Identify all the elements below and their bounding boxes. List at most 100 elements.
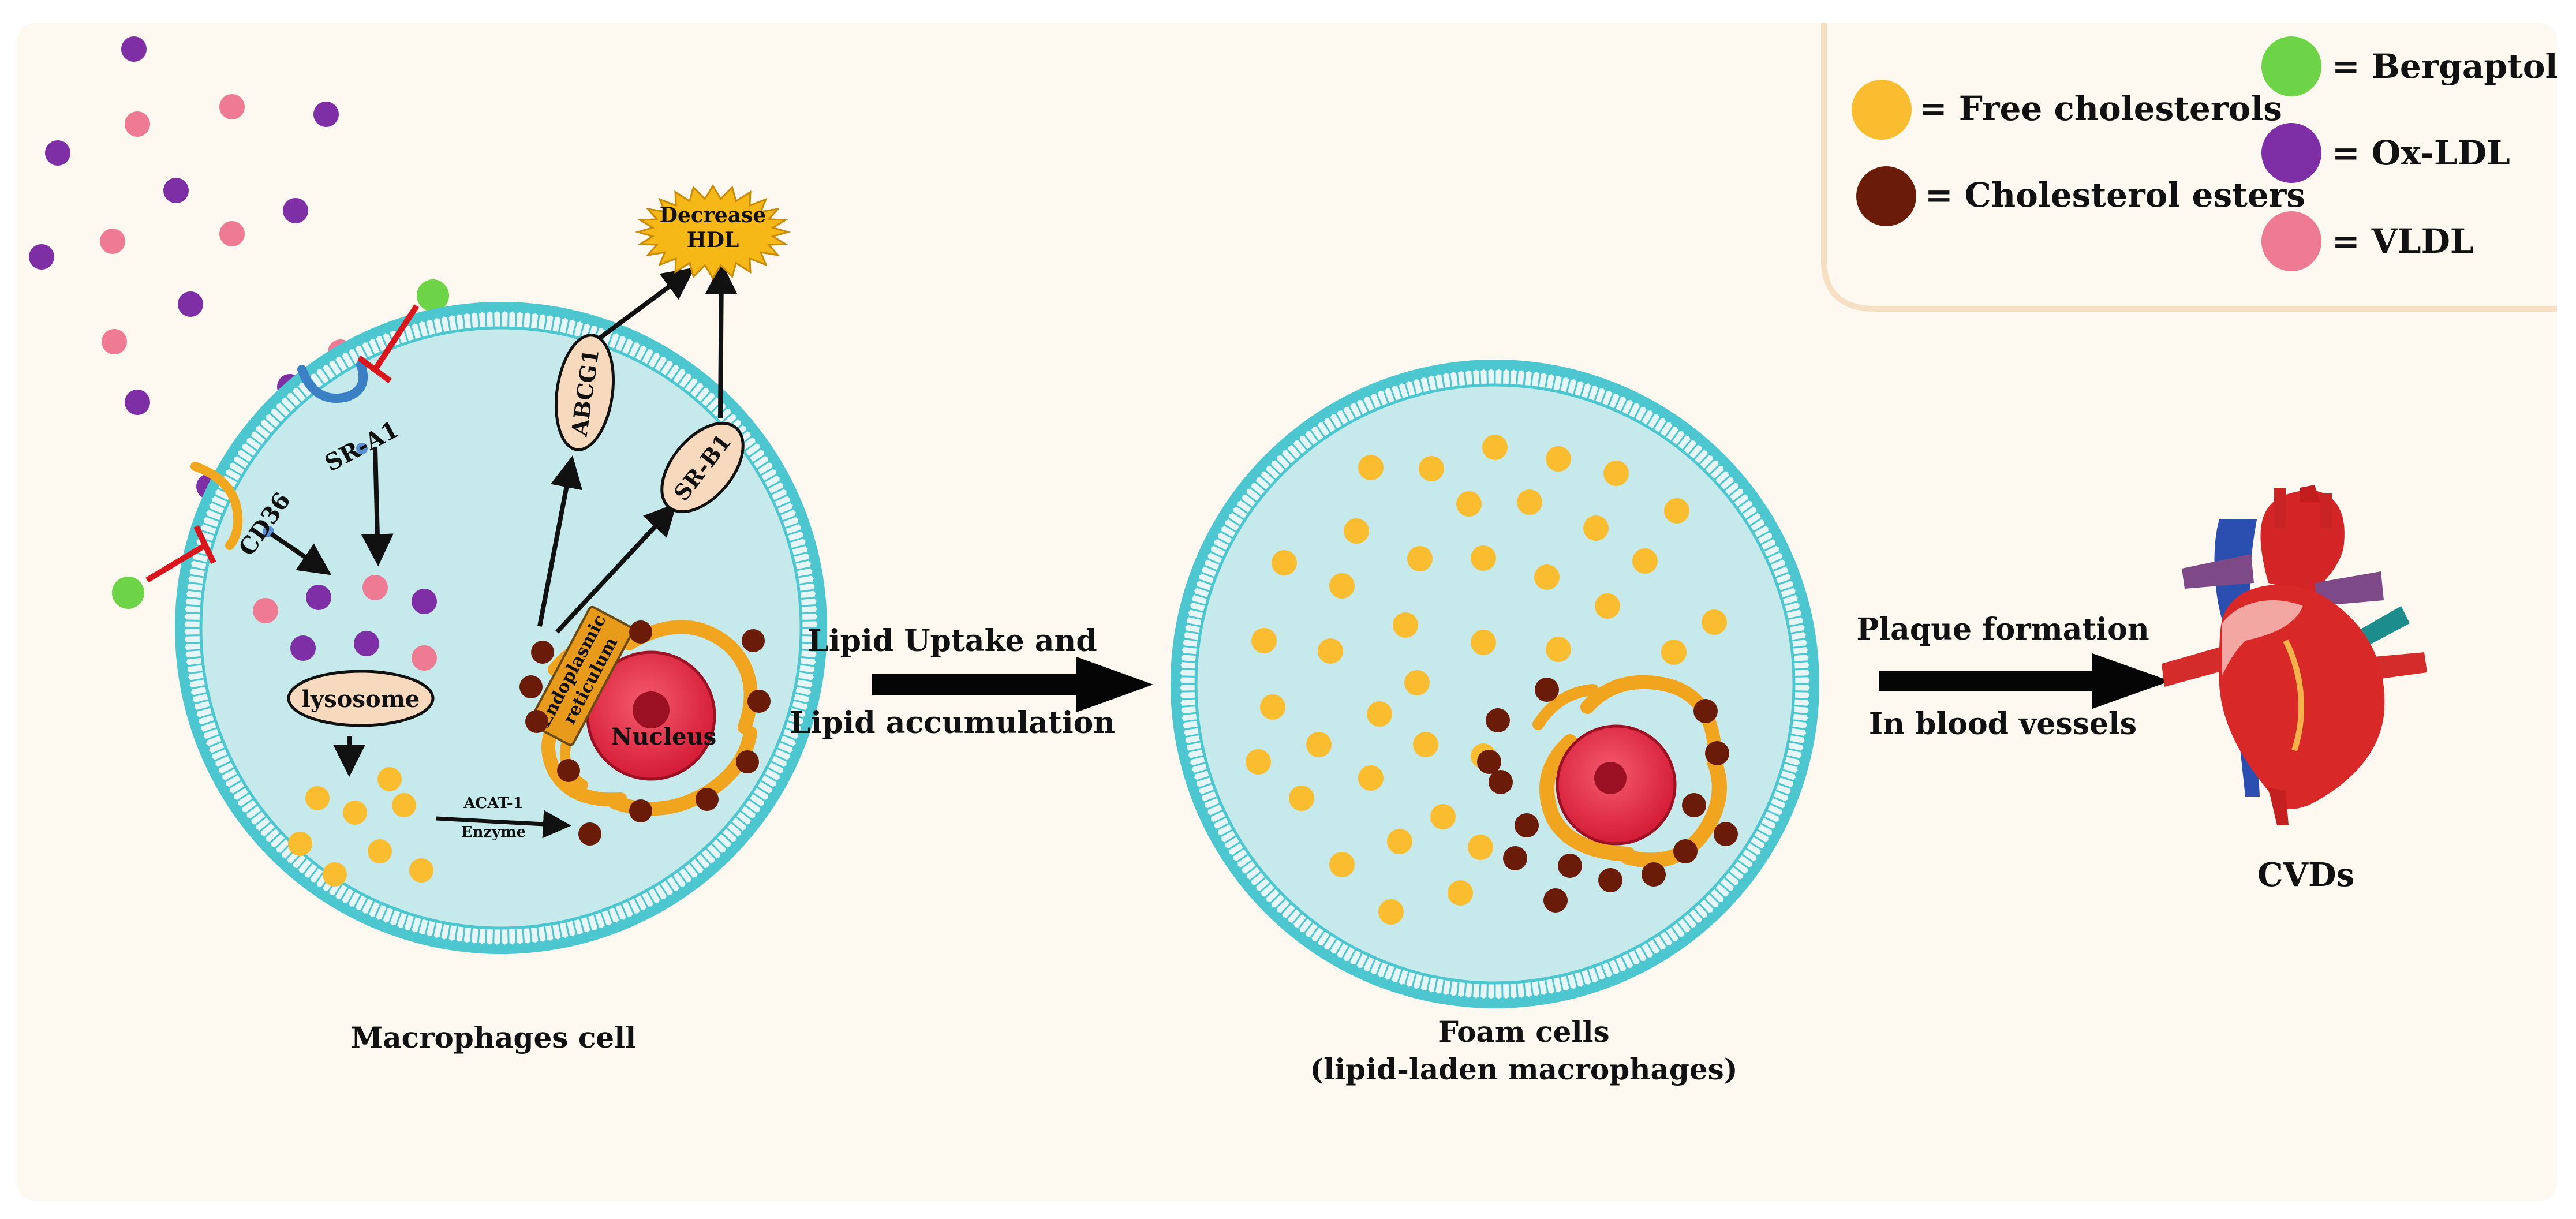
membrane-tail bbox=[802, 634, 818, 637]
membrane-tail bbox=[536, 927, 540, 943]
membrane-tail bbox=[197, 713, 213, 720]
ox-ldl-particle bbox=[45, 140, 70, 166]
membrane-tail bbox=[1426, 977, 1431, 992]
membrane-tail bbox=[1185, 622, 1201, 627]
membrane-tail bbox=[796, 685, 813, 690]
membrane-tail bbox=[536, 313, 540, 329]
membrane-tail bbox=[787, 529, 803, 536]
membrane-tail bbox=[1185, 741, 1201, 746]
membrane-tail bbox=[454, 314, 459, 330]
membrane-head bbox=[180, 676, 190, 687]
membrane-tail bbox=[187, 581, 203, 586]
free-cholesterol-dot bbox=[1413, 732, 1438, 757]
heart-caption: CVDs bbox=[2257, 856, 2354, 894]
membrane-tail bbox=[367, 340, 375, 356]
membrane-tail bbox=[1709, 463, 1721, 475]
membrane-tail bbox=[620, 903, 629, 919]
membrane-tail bbox=[801, 649, 817, 652]
membrane-tail bbox=[1180, 697, 1195, 700]
membrane-tail bbox=[1719, 474, 1732, 486]
ox-ldl-particle bbox=[354, 631, 379, 656]
membrane-tail bbox=[187, 670, 203, 675]
membrane-tail bbox=[424, 920, 430, 936]
membrane-tail bbox=[346, 891, 356, 906]
membrane-tail bbox=[1530, 371, 1534, 386]
cholesterol-ester-dot bbox=[525, 710, 548, 733]
membrane-tail bbox=[1733, 865, 1746, 876]
membrane-tail bbox=[1368, 394, 1376, 409]
ox-ldl-particle bbox=[121, 36, 147, 62]
free-cholesterol-dot bbox=[1251, 628, 1277, 653]
membrane-tail bbox=[1614, 959, 1622, 974]
membrane-tail bbox=[646, 891, 656, 906]
membrane-tail bbox=[711, 843, 723, 855]
extracellular-particles bbox=[29, 36, 449, 609]
membrane-tail bbox=[798, 678, 814, 682]
membrane-tail bbox=[791, 706, 807, 712]
membrane-tail bbox=[744, 441, 758, 452]
membrane-tail bbox=[1600, 964, 1608, 979]
membrane-tail bbox=[1209, 550, 1224, 559]
membrane-head bbox=[1172, 656, 1183, 667]
ox-ldl-particle bbox=[125, 390, 150, 415]
arrow-srb1-to-hdl bbox=[705, 261, 738, 419]
membrane-tail bbox=[683, 866, 694, 881]
membrane-tail bbox=[1375, 391, 1383, 406]
membrane-tail bbox=[1537, 981, 1542, 996]
membrane-tail bbox=[1778, 783, 1793, 790]
membrane-tail bbox=[1793, 712, 1809, 716]
membrane-tail bbox=[1773, 796, 1788, 804]
arrow-cd36-to-lysosome bbox=[270, 532, 332, 575]
ox-ldl-particle bbox=[313, 102, 339, 127]
membrane-head bbox=[176, 599, 187, 610]
membrane-tail bbox=[1693, 908, 1705, 921]
membrane-tail bbox=[1756, 530, 1771, 539]
membrane-tail bbox=[1794, 660, 1809, 663]
membrane-tail bbox=[195, 706, 211, 712]
membrane-tail bbox=[1565, 975, 1572, 990]
free-cholesterol-dot bbox=[392, 793, 416, 817]
membrane-tail bbox=[1368, 959, 1376, 974]
membrane-tail bbox=[184, 619, 200, 622]
membrane-tail bbox=[1187, 615, 1202, 620]
membrane-tail bbox=[1471, 983, 1474, 999]
membrane-tail bbox=[1180, 675, 1195, 678]
membrane-tail bbox=[1580, 382, 1586, 397]
membrane-tail bbox=[204, 514, 220, 522]
vldl-particle bbox=[412, 645, 437, 671]
membrane-tail bbox=[1192, 593, 1208, 599]
membrane-tail bbox=[1723, 480, 1737, 491]
membrane-tail bbox=[1794, 690, 1810, 693]
membrane-tail bbox=[1770, 557, 1785, 565]
membrane-tail bbox=[799, 670, 815, 675]
membrane-tail bbox=[1627, 401, 1636, 416]
membrane-tail bbox=[1573, 973, 1579, 989]
membrane-tail bbox=[285, 395, 297, 408]
membrane-tail bbox=[199, 720, 215, 727]
membrane-tail bbox=[1296, 917, 1308, 930]
membrane-tail bbox=[258, 422, 271, 435]
membrane-head bbox=[1173, 717, 1184, 728]
membrane-tail bbox=[1433, 978, 1438, 994]
free-cholesterol-dot bbox=[1289, 786, 1314, 811]
membrane-tail bbox=[1396, 384, 1403, 399]
membrane-head bbox=[816, 623, 827, 633]
membrane-tail bbox=[1741, 504, 1755, 514]
step1-transition: Lipid Uptake and Lipid accumulation bbox=[790, 623, 1153, 741]
free-cholesterol-dot bbox=[1393, 612, 1418, 638]
foam-nucleolus bbox=[1594, 762, 1627, 794]
membrane-tail bbox=[514, 311, 518, 327]
membrane-head bbox=[178, 576, 189, 587]
membrane-tail bbox=[1315, 930, 1325, 944]
membrane-tail bbox=[1215, 536, 1230, 545]
ox-ldl-particle bbox=[178, 291, 203, 317]
cholesterol-ester-dot bbox=[1503, 846, 1527, 870]
membrane-tail bbox=[1404, 971, 1410, 986]
membrane-tail bbox=[579, 321, 585, 338]
membrane-tail bbox=[380, 334, 388, 350]
membrane-tail bbox=[1728, 485, 1741, 497]
membrane-tail bbox=[201, 522, 218, 529]
free-cholesterol-dot bbox=[1546, 637, 1571, 662]
